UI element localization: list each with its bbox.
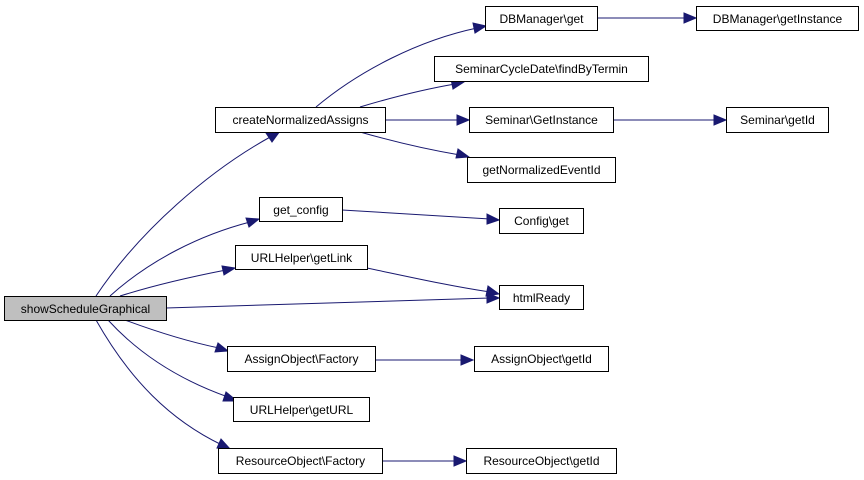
- node-Seminar-GetInstance[interactable]: Seminar\GetInstance: [469, 107, 614, 133]
- node-AssignObject-getId[interactable]: AssignObject\getId: [474, 346, 609, 372]
- edge-cna-to-SeminarCycleDate: [359, 78, 466, 108]
- node-label: showScheduleGraphical: [21, 302, 150, 316]
- node-AssignObject-Factory[interactable]: AssignObject\Factory: [227, 346, 376, 372]
- edge-root-to-ResourceObject-Factory: [95, 319, 232, 450]
- node-URLHelper-getURL[interactable]: URLHelper\getURL: [233, 397, 370, 422]
- edge-cna-to-getNormalizedEventId: [359, 131, 471, 159]
- edge-getLink-to-htmlReady: [366, 267, 501, 297]
- edge-get_config-to-Config-get: [341, 209, 501, 225]
- node-label: createNormalizedAssigns: [232, 113, 368, 127]
- node-label: DBManager\getInstance: [713, 12, 843, 26]
- node-label: Seminar\GetInstance: [485, 113, 598, 127]
- node-label: htmlReady: [513, 291, 570, 305]
- edge-root-to-AssignObject-Factory: [124, 319, 230, 353]
- node-label: SeminarCycleDate\findByTermin: [455, 62, 628, 76]
- node-ResourceObject-getId[interactable]: ResourceObject\getId: [466, 448, 617, 474]
- node-label: getNormalizedEventId: [482, 163, 600, 177]
- node-getNormalizedEventId[interactable]: getNormalizedEventId: [467, 157, 616, 183]
- node-label: AssignObject\getId: [491, 352, 592, 366]
- node-label: ResourceObject\getId: [483, 454, 599, 468]
- edge-root-to-htmlReady: [165, 292, 501, 309]
- edge-sgi-to-Seminar-getId: [613, 114, 728, 126]
- edge-cna-to-Seminar-GetInstance: [385, 114, 471, 126]
- edge-AssignObject-Factory-to-getId: [375, 354, 475, 366]
- edge-root-to-get_config: [109, 217, 261, 297]
- node-get_config[interactable]: get_config: [259, 197, 343, 222]
- edge-ResourceObject-Factory-to-getId: [382, 455, 468, 467]
- node-SeminarCycleDate-findByTermin[interactable]: SeminarCycleDate\findByTermin: [434, 56, 649, 82]
- node-URLHelper-getLink[interactable]: URLHelper\getLink: [235, 245, 368, 270]
- node-showScheduleGraphical[interactable]: showScheduleGraphical: [4, 296, 167, 321]
- node-Config-get[interactable]: Config\get: [499, 208, 584, 234]
- node-label: DBManager\get: [499, 12, 584, 26]
- node-DBManager-getInstance[interactable]: DBManager\getInstance: [696, 6, 859, 31]
- edge-root-to-createNormalizedAssigns: [95, 130, 282, 297]
- node-label: ResourceObject\Factory: [236, 454, 365, 468]
- edge-root-to-URLHelper-getURL: [107, 319, 239, 402]
- node-Seminar-getId[interactable]: Seminar\getId: [726, 107, 829, 133]
- node-label: Config\get: [514, 214, 569, 228]
- node-createNormalizedAssigns[interactable]: createNormalizedAssigns: [215, 107, 386, 133]
- node-label: get_config: [273, 203, 328, 217]
- node-label: AssignObject\Factory: [244, 352, 358, 366]
- node-ResourceObject-Factory[interactable]: ResourceObject\Factory: [218, 448, 383, 474]
- node-label: Seminar\getId: [740, 113, 815, 127]
- node-htmlReady[interactable]: htmlReady: [499, 285, 584, 310]
- node-label: URLHelper\getURL: [250, 403, 354, 417]
- node-DBManager-get[interactable]: DBManager\get: [485, 6, 598, 31]
- edge-cna-to-DBManager-get: [315, 22, 488, 108]
- node-label: URLHelper\getLink: [251, 251, 353, 265]
- edge-root-to-URLHelper-getLink: [119, 265, 237, 297]
- edge-dbget-to-getInstance: [597, 12, 698, 24]
